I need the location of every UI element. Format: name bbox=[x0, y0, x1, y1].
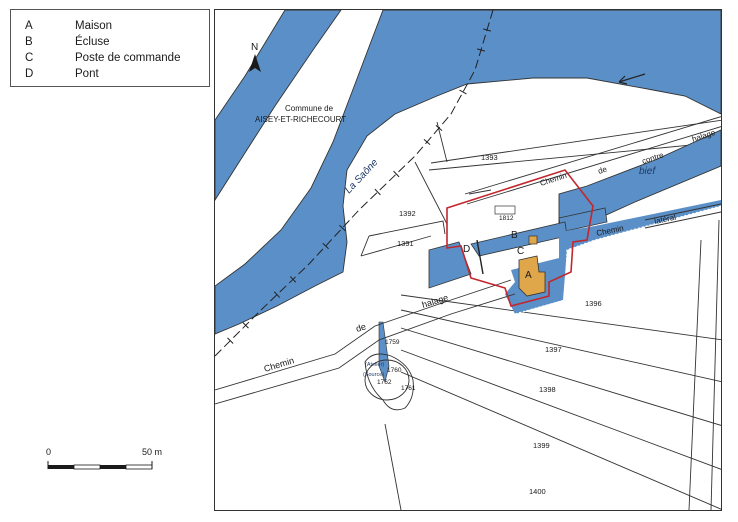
scale-bar: 0 50 m bbox=[44, 447, 174, 477]
parcel-number: 1400 bbox=[529, 487, 546, 496]
legend-key: D bbox=[25, 68, 34, 80]
scale-end-label: 50 m bbox=[142, 447, 163, 457]
commune-boundary-ticks bbox=[227, 28, 491, 344]
parcel-number: 1760 bbox=[387, 367, 402, 374]
lock-basin bbox=[428, 241, 472, 289]
legend-key: A bbox=[25, 20, 33, 32]
canal-label: bief bbox=[639, 166, 656, 177]
building-1812 bbox=[494, 205, 516, 215]
boundary-tick bbox=[289, 276, 297, 283]
command-post-c bbox=[528, 235, 538, 245]
letter-d: D bbox=[463, 244, 470, 255]
protected-perimeter bbox=[446, 169, 594, 307]
boundary-tick bbox=[423, 139, 431, 145]
commune-label-2: AISEY-ET-RICHECOURT bbox=[255, 115, 346, 124]
north-arrow: N bbox=[249, 42, 261, 72]
parcel-number: 1391 bbox=[397, 239, 414, 248]
road-word: latéral bbox=[654, 213, 677, 226]
boundary-tick bbox=[483, 28, 491, 32]
boundary-tick bbox=[435, 125, 443, 131]
source-label: (Source) bbox=[363, 372, 384, 378]
parcel-number: 1399 bbox=[533, 441, 550, 450]
legend-label: Pont bbox=[75, 68, 99, 80]
parcel-number: 1393 bbox=[481, 153, 498, 162]
legend-box: A Maison B Écluse C Poste de commande D … bbox=[10, 9, 210, 87]
road-word: halage bbox=[421, 292, 450, 309]
boundary-tick bbox=[477, 48, 485, 52]
legend-label: Maison bbox=[75, 20, 113, 32]
legend-key: B bbox=[25, 36, 33, 48]
boundary-tick bbox=[393, 170, 400, 178]
scale-bar-graphic bbox=[47, 461, 153, 470]
feeder-stream bbox=[378, 321, 390, 384]
parcel-1761-outline bbox=[364, 353, 414, 411]
scale-start-label: 0 bbox=[46, 447, 52, 457]
house-a bbox=[518, 255, 546, 297]
parcel-number: 1812 bbox=[499, 215, 514, 222]
map-frame[interactable]: N Commune de AISEY-ET-RICHECOURT La Saôn… bbox=[214, 9, 722, 511]
towpath-bottom bbox=[215, 203, 721, 405]
parcel-number: 1398 bbox=[539, 385, 556, 394]
commune-label-1: Commune de bbox=[285, 104, 334, 113]
parcel-number: 1761 bbox=[401, 385, 416, 392]
source-label: (Atelier) bbox=[365, 362, 384, 368]
commune-boundary bbox=[215, 10, 494, 357]
parcel-lines bbox=[360, 119, 721, 510]
letter-a: A bbox=[525, 270, 532, 281]
cadastral-map: N Commune de AISEY-ET-RICHECOURT La Saôn… bbox=[215, 10, 721, 510]
source-outline bbox=[364, 359, 410, 401]
boundary-tick bbox=[273, 291, 281, 298]
lateral-channel bbox=[505, 200, 721, 314]
river-saone bbox=[215, 10, 721, 335]
flow-arrow-icon bbox=[618, 73, 646, 85]
boundary-tick bbox=[339, 224, 346, 232]
boundary-tick bbox=[242, 322, 249, 329]
boundary-tick bbox=[322, 242, 329, 250]
legend-label: Écluse bbox=[75, 36, 110, 48]
parcel-number: 1396 bbox=[585, 299, 602, 308]
boundary-tick bbox=[459, 89, 467, 95]
road-word: de bbox=[597, 164, 609, 175]
parcel-number: 1762 bbox=[377, 379, 392, 386]
lateral-channel-edge bbox=[514, 205, 721, 315]
bridge-d bbox=[476, 239, 484, 275]
legend-key: C bbox=[25, 52, 34, 64]
boundary-tick bbox=[227, 337, 234, 344]
river-upper bbox=[215, 10, 342, 201]
parcel-number: 1759 bbox=[385, 339, 400, 346]
letter-c: C bbox=[517, 246, 524, 257]
parcel-number: 1392 bbox=[399, 209, 416, 218]
towpath-top bbox=[464, 116, 721, 205]
boundary-tick bbox=[374, 188, 381, 196]
letter-b: B bbox=[511, 230, 518, 241]
legend-label: Poste de commande bbox=[75, 52, 181, 64]
north-label: N bbox=[251, 42, 258, 53]
road-word: de bbox=[355, 321, 368, 333]
parcel-number: 1397 bbox=[545, 345, 562, 354]
